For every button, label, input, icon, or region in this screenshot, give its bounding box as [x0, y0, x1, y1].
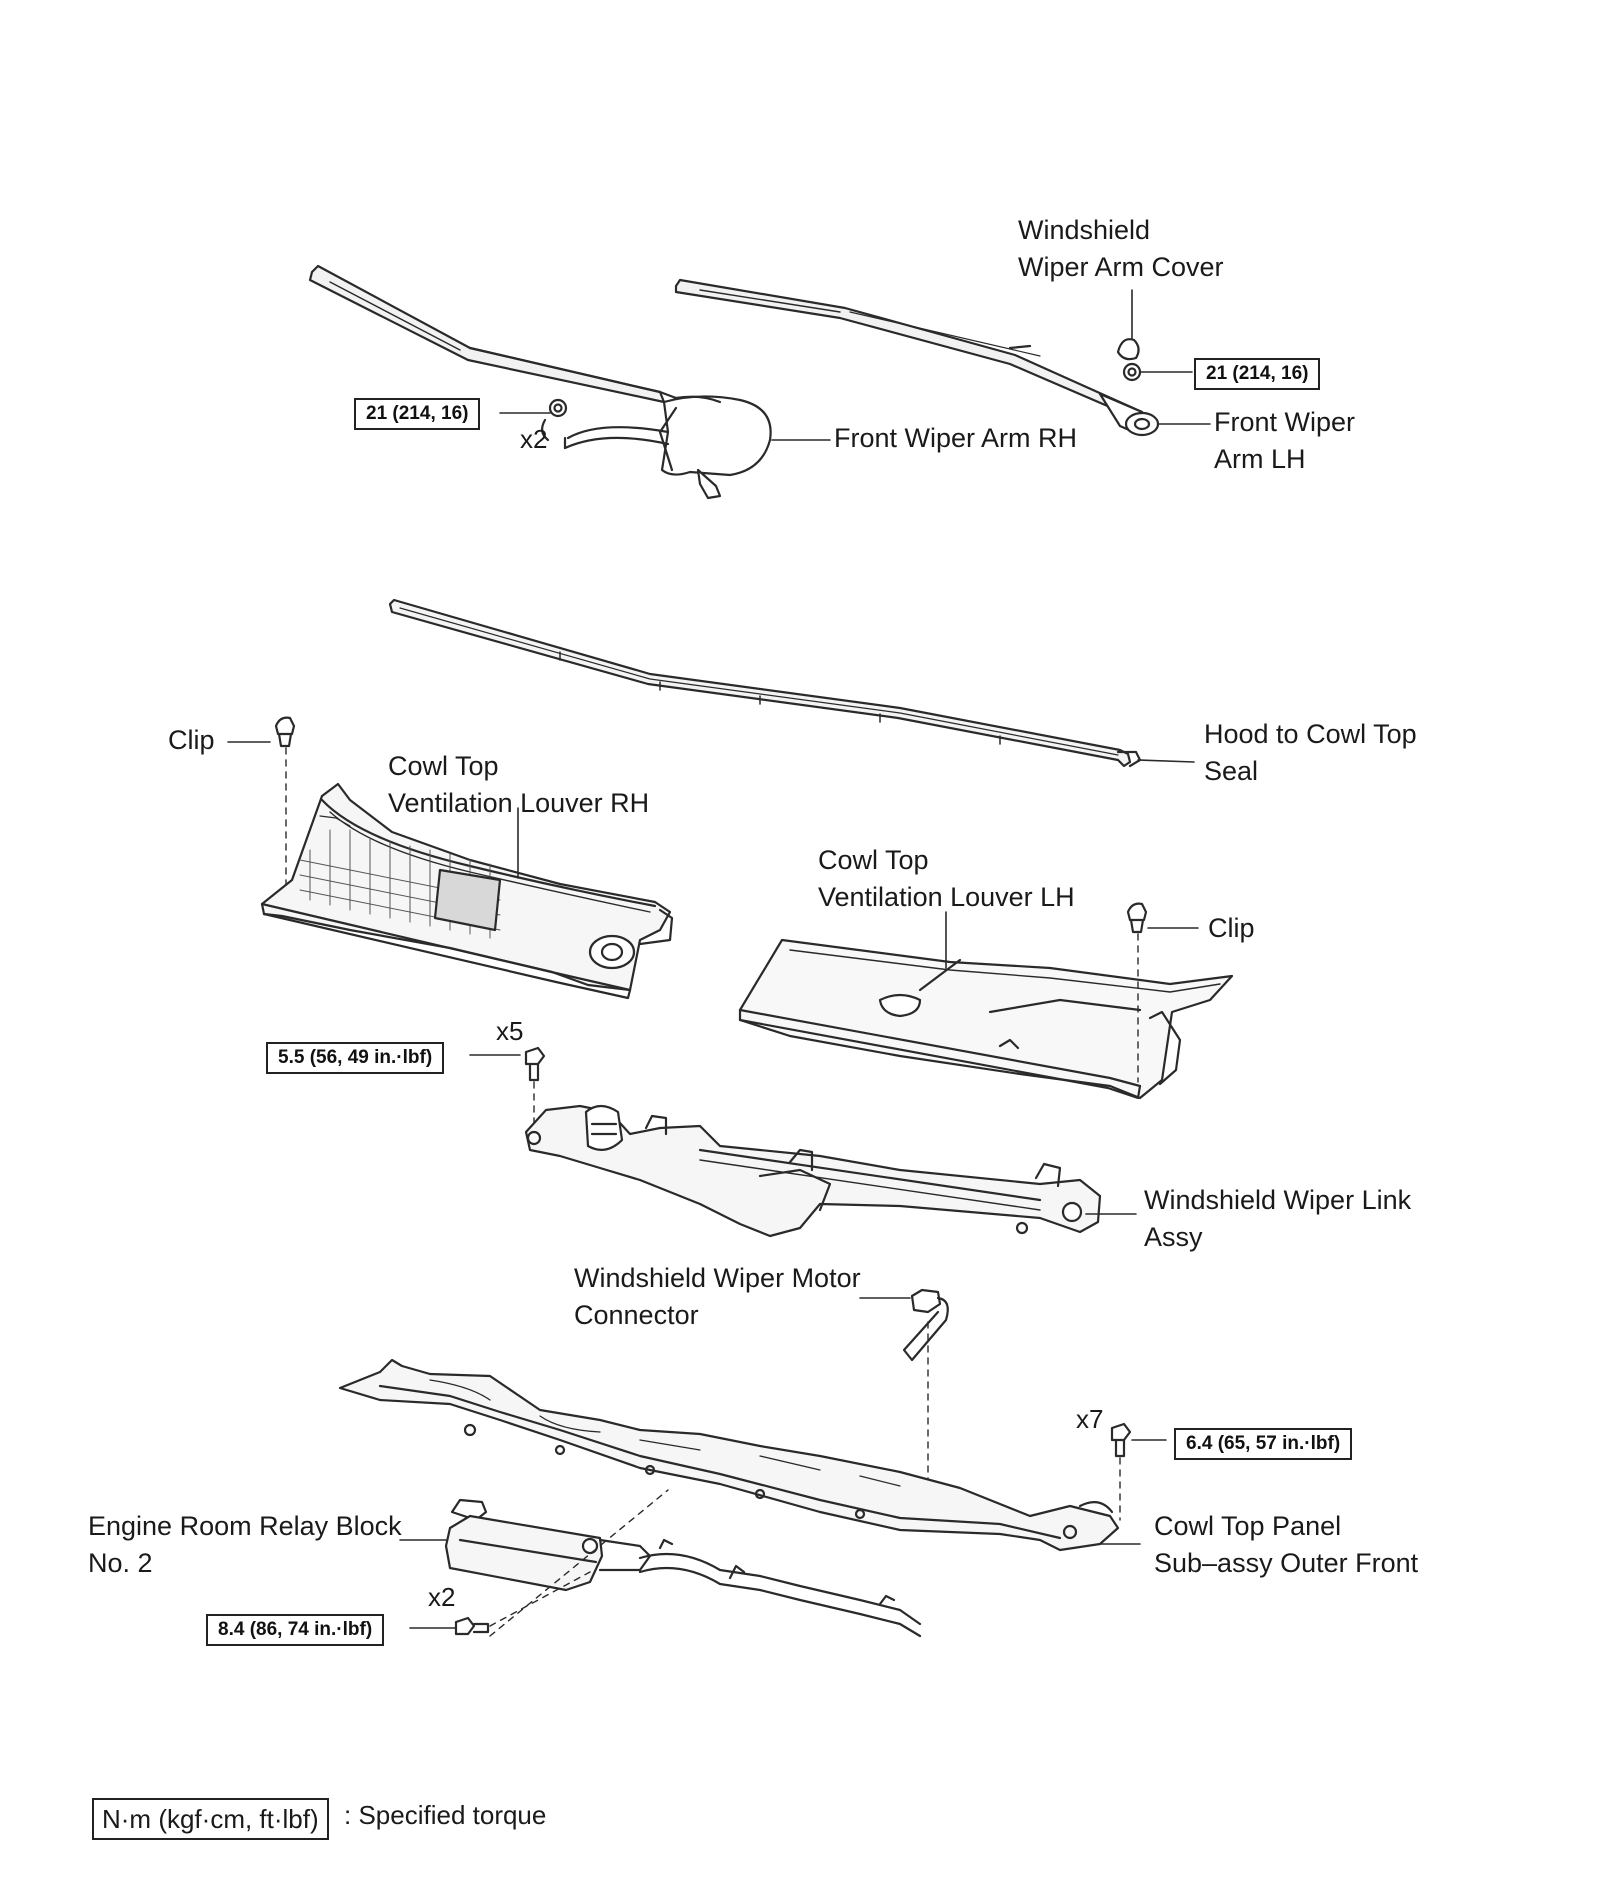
- qty-panel-bolts: x7: [1076, 1404, 1104, 1434]
- wiper-arm-cover-part: [1116, 338, 1140, 361]
- label-clip-rh: Clip: [168, 725, 215, 755]
- torque-box-link-bolts: 5.5 (56, 49 in.·lbf): [266, 1042, 445, 1074]
- torque-box-panel-bolts: 6.4 (65, 57 in.·lbf): [1174, 1428, 1353, 1460]
- hood-to-cowl-top-seal-part: [388, 598, 1142, 768]
- cowl-top-ventilation-louver-rh-part: [260, 782, 674, 1000]
- panel-bolt-part: [1110, 1422, 1132, 1521]
- torque-box-relay-bolts: 8.4 (86, 74 in.·lbf): [206, 1614, 385, 1646]
- clip-rh-part: [274, 716, 296, 887]
- front-wiper-arm-lh-part: [674, 278, 1160, 437]
- legend-description: : Specified torque: [344, 1800, 547, 1830]
- wiper-arm-nuts: [548, 362, 1142, 418]
- front-wiper-arm-rh-part: [308, 264, 772, 500]
- clip-lh-part: [1126, 902, 1148, 1083]
- torque-box-arm-lh: 21 (214, 16): [1194, 358, 1321, 390]
- leader-lines: [227, 289, 1211, 1629]
- relay-bolt-part: [454, 1489, 669, 1637]
- wiper-motor-connector-part: [902, 1288, 949, 1487]
- legend-torque-unit-box: N·m (kgf·cm, ft·lbf): [92, 1798, 329, 1840]
- cowl-top-panel-sub-assy-part: [338, 1358, 1120, 1552]
- label-front-wiper-arm-rh: Front Wiper Arm RH: [834, 423, 1078, 453]
- engine-room-relay-block-part: [444, 1498, 922, 1638]
- qty-link-bolts: x5: [496, 1016, 524, 1046]
- label-clip-lh: Clip: [1208, 913, 1255, 943]
- cowl-top-ventilation-louver-lh-part: [738, 938, 1234, 1100]
- qty-relay-bolts: x2: [428, 1582, 456, 1612]
- windshield-wiper-link-assy-part: [524, 1104, 1102, 1238]
- torque-box-arm-rh: 21 (214, 16): [354, 398, 481, 430]
- qty-arm-rh: x2: [520, 424, 548, 454]
